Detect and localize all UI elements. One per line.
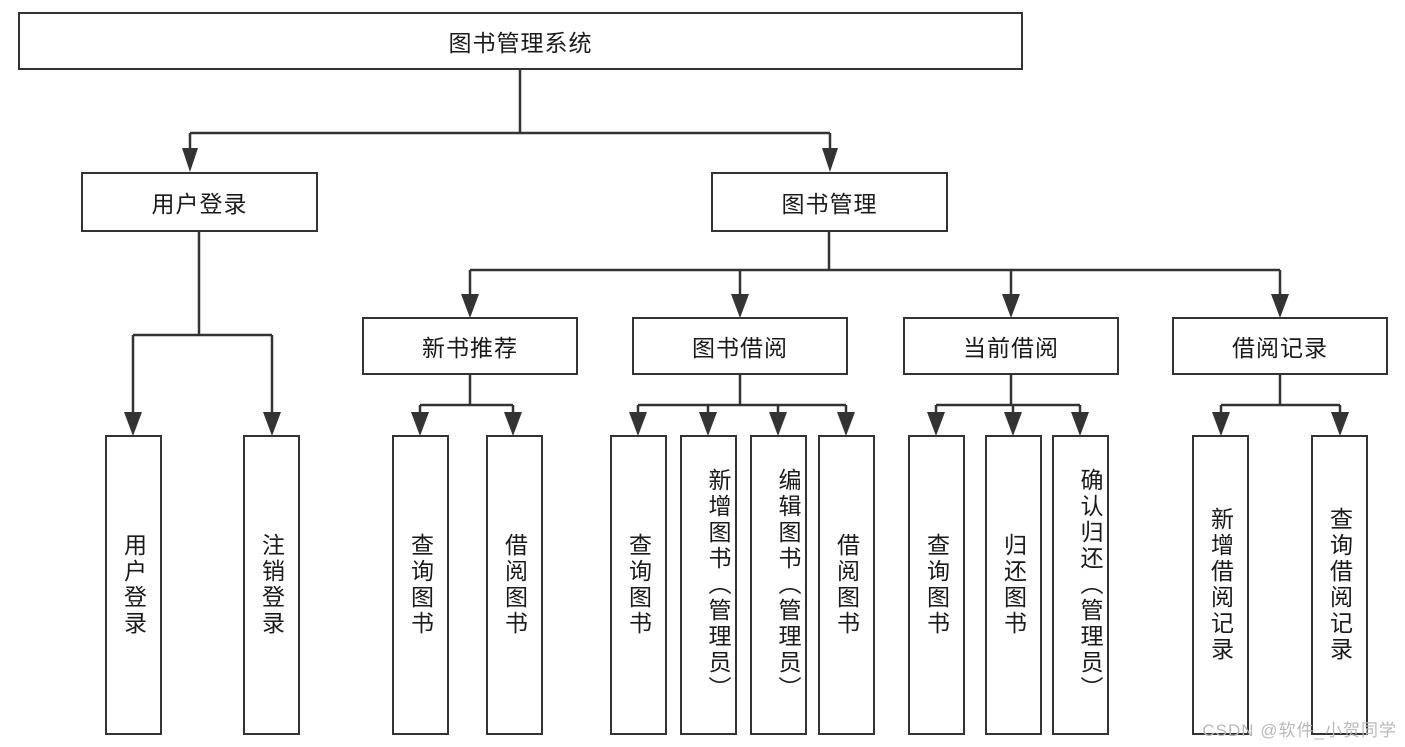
- node-new-book-recommend[interactable]: 新书推荐: [362, 317, 578, 375]
- leaf-current-confirm-return-admin[interactable]: 确认归还（管理员）: [1052, 435, 1109, 735]
- node-label: 查询图书: [407, 533, 434, 637]
- arrow-to-borrow-record: [1271, 294, 1289, 318]
- arrow-leaf-borrow-query: [629, 412, 647, 436]
- leaf-current-return-book[interactable]: 归还图书: [985, 435, 1042, 735]
- node-label: 借阅图书: [501, 533, 528, 637]
- arrow-leaf-record-add: [1212, 412, 1230, 436]
- leaf-user-login[interactable]: 用户登录: [105, 435, 162, 735]
- node-label: 图书管理: [781, 191, 878, 217]
- node-borrow-record[interactable]: 借阅记录: [1172, 317, 1388, 375]
- arrow-leaf-rec-borrow: [504, 412, 522, 436]
- node-book-borrow[interactable]: 图书借阅: [632, 317, 848, 375]
- node-label: 借阅记录: [1232, 335, 1328, 361]
- node-label: 当前借阅: [963, 335, 1059, 361]
- arrow-leaf-rec-query: [411, 412, 429, 436]
- node-user-login[interactable]: 用户登录: [81, 172, 318, 232]
- arrow-leaf-current-return: [1004, 412, 1022, 436]
- node-label: 用户登录: [120, 533, 147, 637]
- arrow-to-book-borrow: [731, 294, 749, 318]
- node-label: 用户登录: [151, 191, 248, 217]
- arrow-leaf-borrow-add: [699, 412, 717, 436]
- node-label: 图书借阅: [692, 335, 788, 361]
- leaf-logout[interactable]: 注销登录: [243, 435, 300, 735]
- node-label: 查询图书: [625, 533, 652, 637]
- node-root-library-system[interactable]: 图书管理系统: [18, 12, 1023, 70]
- leaf-record-add[interactable]: 新增借阅记录: [1192, 435, 1249, 735]
- node-label: 注销登录: [258, 533, 285, 637]
- node-label: 确认归还（管理员）: [1077, 468, 1103, 702]
- node-label: 查询借阅记录: [1326, 507, 1353, 663]
- node-label: 新增图书（管理员）: [705, 468, 731, 702]
- arrow-leaf-borrow-edit: [769, 412, 787, 436]
- arrow-leaf-current-query: [927, 412, 945, 436]
- leaf-current-query-book[interactable]: 查询图书: [908, 435, 965, 735]
- node-book-management[interactable]: 图书管理: [711, 172, 948, 232]
- arrow-leaf-borrow-lend: [837, 412, 855, 436]
- node-label: 图书管理系统: [448, 30, 593, 56]
- watermark: CSDN @软件_小贺同学: [1202, 721, 1397, 740]
- node-current-borrow[interactable]: 当前借阅: [903, 317, 1119, 375]
- node-label: 借阅图书: [833, 533, 860, 637]
- leaf-borrow-query-book[interactable]: 查询图书: [610, 435, 667, 735]
- leaf-record-query[interactable]: 查询借阅记录: [1311, 435, 1368, 735]
- leaf-borrow-edit-book-admin[interactable]: 编辑图书（管理员）: [750, 435, 807, 735]
- arrow-leaf-user-login: [124, 412, 142, 436]
- node-label: 新增借阅记录: [1207, 507, 1234, 663]
- leaf-rec-query-book[interactable]: 查询图书: [392, 435, 449, 735]
- leaf-rec-borrow-book[interactable]: 借阅图书: [486, 435, 543, 735]
- node-label: 编辑图书（管理员）: [775, 468, 801, 702]
- arrow-leaf-record-query: [1331, 412, 1349, 436]
- arrow-to-user-login: [182, 148, 198, 172]
- leaf-borrow-lend-book[interactable]: 借阅图书: [818, 435, 875, 735]
- node-label: 新书推荐: [422, 335, 518, 361]
- arrow-to-current-borrow: [1002, 294, 1020, 318]
- node-label: 归还图书: [1000, 533, 1027, 637]
- arrow-leaf-current-confirm: [1071, 412, 1089, 436]
- node-label: 查询图书: [923, 533, 950, 637]
- leaf-borrow-add-book-admin[interactable]: 新增图书（管理员）: [680, 435, 737, 735]
- arrow-to-new-book-rec: [461, 294, 479, 318]
- arrow-to-book-mgmt: [822, 148, 838, 172]
- arrow-leaf-logout: [263, 412, 281, 436]
